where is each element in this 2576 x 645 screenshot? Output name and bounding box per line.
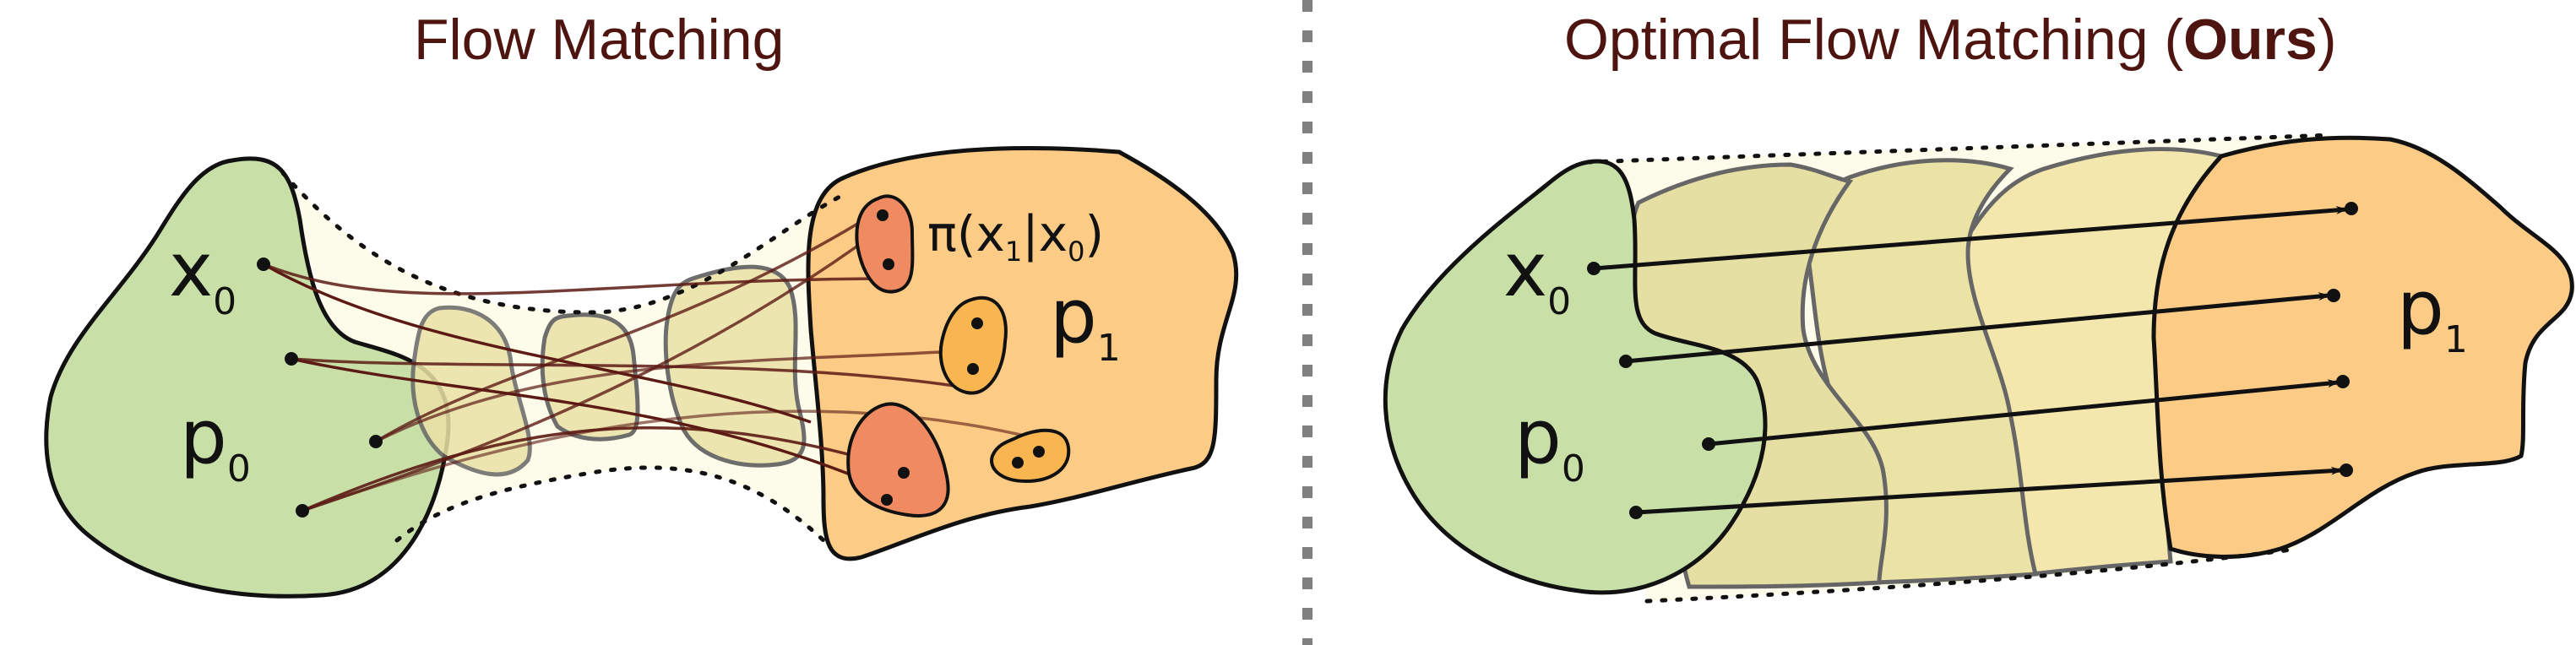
- x0-label: x0: [1503, 226, 1571, 323]
- coupling-point: [971, 317, 983, 329]
- trajectory-arrow: [1708, 379, 2340, 447]
- source-point: [1587, 262, 1600, 275]
- target-point: [2336, 375, 2350, 388]
- trajectory: [291, 357, 888, 491]
- target-point: [2345, 202, 2358, 215]
- source-point: [1619, 355, 1633, 368]
- p1-label: p1: [1050, 273, 1121, 370]
- coupling-point: [967, 363, 979, 375]
- coupling-point: [1033, 446, 1045, 458]
- source-point: [1629, 506, 1643, 519]
- envelope-upper-boundary: [1585, 133, 2334, 165]
- right-panel: x0 p0 p1: [1383, 133, 2574, 604]
- coupling-cluster: [938, 296, 1008, 395]
- envelope-lower-boundary: [1644, 546, 2300, 604]
- coupling-point: [877, 209, 889, 221]
- p0-label: p0: [180, 393, 251, 491]
- trajectory: [263, 263, 812, 424]
- envelope-upper-boundary: [280, 171, 847, 315]
- target-point: [2327, 289, 2340, 302]
- flow-trajectories: [263, 209, 1040, 512]
- source-point: [296, 504, 309, 518]
- trajectory-arrow: [1593, 205, 2348, 271]
- coupling-cluster: [855, 194, 915, 294]
- left-panel-title: Flow Matching: [414, 8, 785, 72]
- coupling-label: π(x1|x0): [927, 205, 1104, 268]
- coupling-cluster: [846, 402, 950, 518]
- trajectory: [375, 349, 972, 443]
- right-panel-title: Optimal Flow Matching (Ours): [1564, 8, 2337, 72]
- source-distribution-p0: [44, 156, 451, 599]
- source-distribution-p0: [1383, 159, 1768, 595]
- coupling-point: [883, 258, 894, 270]
- source-point: [369, 435, 383, 448]
- ours-label: Ours: [2183, 8, 2318, 72]
- trajectory: [291, 357, 972, 390]
- source-point: [285, 352, 298, 366]
- straight-trajectories: [1593, 205, 2348, 515]
- target-distribution-p1: [2151, 135, 2574, 559]
- p0-label: p0: [1514, 393, 1585, 491]
- trajectory-arrow: [1625, 292, 2330, 364]
- x0-label: x0: [169, 226, 236, 323]
- trajectory: [263, 263, 892, 295]
- trajectory-arrow: [1635, 466, 2343, 515]
- source-point: [1702, 437, 1715, 451]
- coupling-point: [898, 467, 910, 479]
- coupling-point: [1012, 457, 1024, 469]
- source-point: [257, 257, 270, 271]
- target-point: [2340, 463, 2353, 477]
- left-panel: x0 p0 p1 π(x1|x0): [44, 145, 1239, 599]
- p1-label: p1: [2397, 264, 2468, 361]
- trajectory: [375, 209, 879, 443]
- coupling-cluster: [990, 428, 1071, 484]
- coupling-point: [881, 494, 893, 506]
